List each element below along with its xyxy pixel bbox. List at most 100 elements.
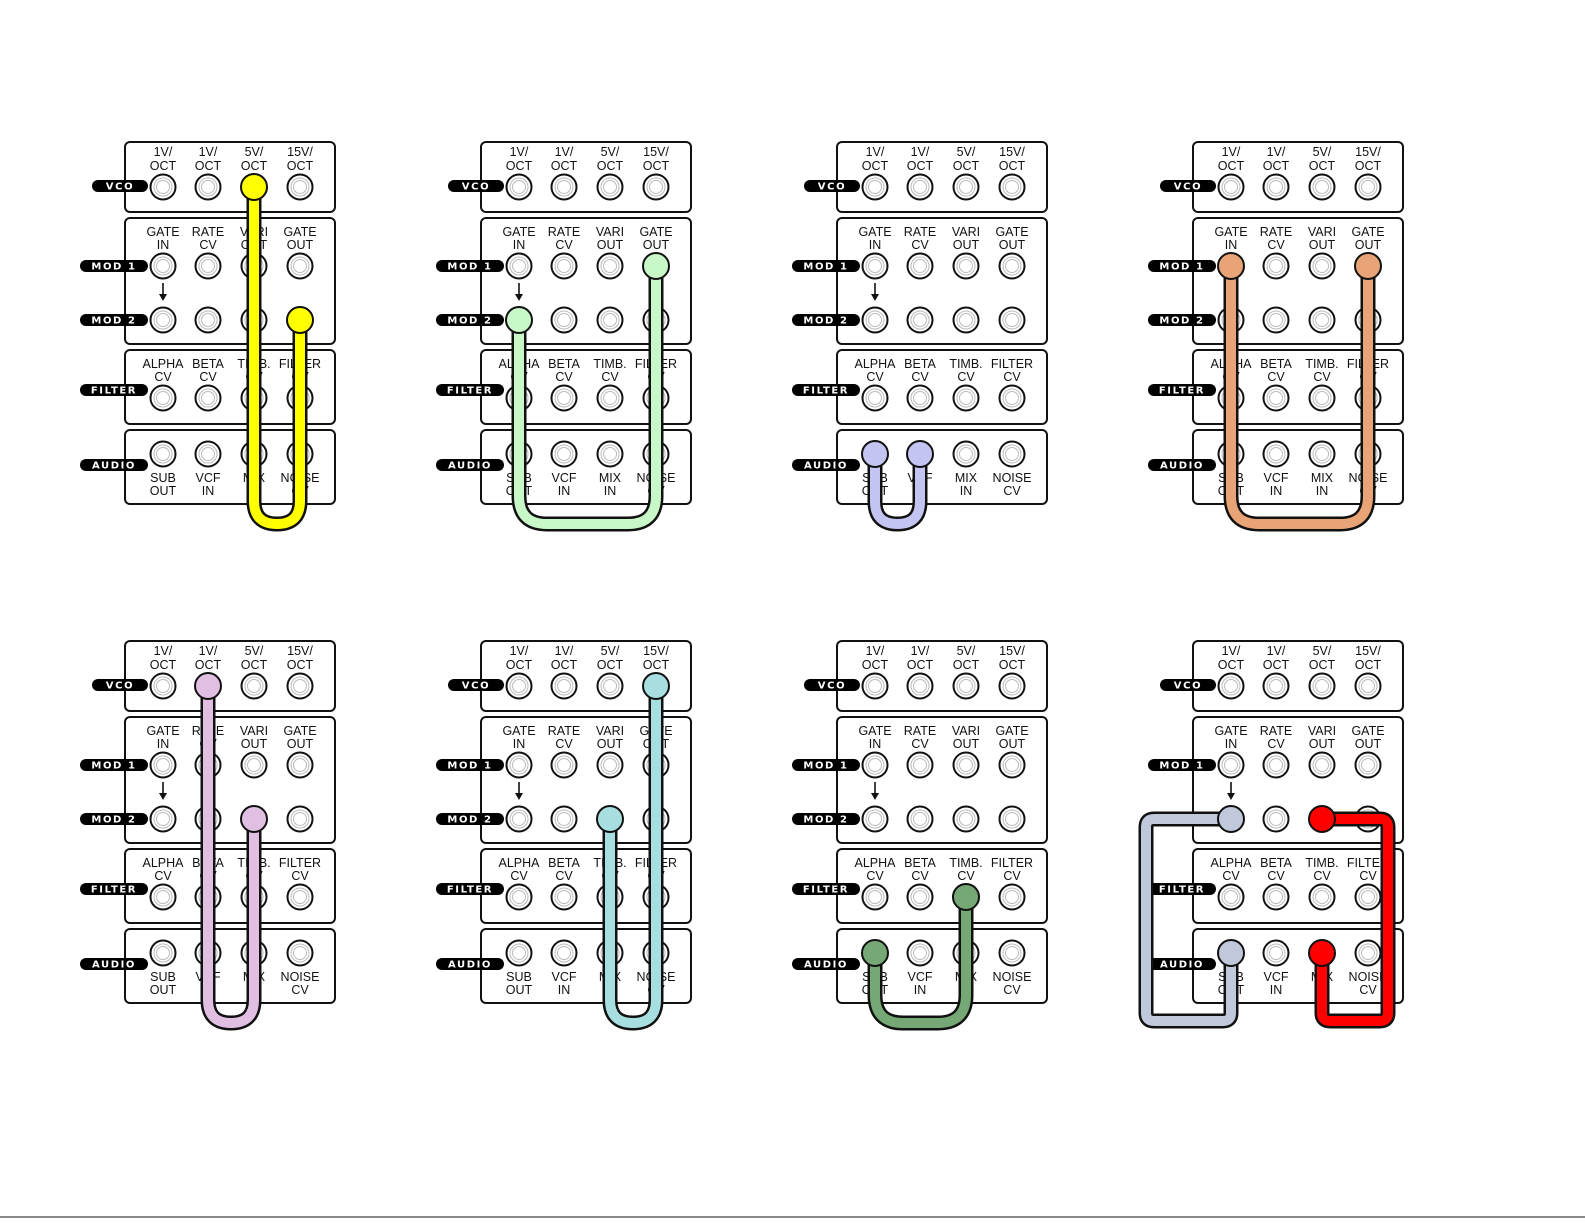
jack-mod1-2[interactable] — [194, 252, 222, 280]
jack-mod1-3[interactable] — [240, 751, 268, 779]
cable-plug[interactable] — [642, 252, 670, 280]
jack-vco-2[interactable] — [550, 173, 578, 201]
jack-audio-4[interactable] — [998, 939, 1026, 967]
jack-filter-4[interactable] — [286, 883, 314, 911]
jack-audio-1[interactable] — [149, 440, 177, 468]
jack-mod1-2[interactable] — [1262, 252, 1290, 280]
jack-mod2-1[interactable] — [505, 805, 533, 833]
jack-mod1-4[interactable] — [998, 252, 1026, 280]
patch-cable-4-1[interactable] — [1217, 252, 1382, 532]
cable-plug[interactable] — [952, 883, 980, 911]
cable-plug[interactable] — [1354, 252, 1382, 280]
jack-vco-3[interactable] — [596, 672, 624, 700]
jack-audio-2[interactable] — [906, 939, 934, 967]
jack-vco-4[interactable] — [1354, 173, 1382, 201]
jack-audio-4[interactable] — [1354, 939, 1382, 967]
jack-vco-1[interactable] — [149, 173, 177, 201]
jack-filter-2[interactable] — [194, 384, 222, 412]
jack-audio-3[interactable] — [952, 440, 980, 468]
jack-vco-2[interactable] — [194, 173, 222, 201]
cable-plug[interactable] — [194, 672, 222, 700]
jack-mod1-3[interactable] — [596, 751, 624, 779]
jack-filter-4[interactable] — [998, 384, 1026, 412]
jack-mod2-2[interactable] — [906, 805, 934, 833]
jack-mod2-2[interactable] — [550, 805, 578, 833]
jack-filter-2[interactable] — [550, 883, 578, 911]
jack-mod1-2[interactable] — [550, 751, 578, 779]
jack-filter-1[interactable] — [861, 883, 889, 911]
jack-mod2-3[interactable] — [952, 306, 980, 334]
jack-mod2-1[interactable] — [861, 805, 889, 833]
jack-mod1-2[interactable] — [906, 252, 934, 280]
cable-plug[interactable] — [1217, 939, 1245, 967]
jack-vco-3[interactable] — [952, 672, 980, 700]
jack-mod1-1[interactable] — [149, 252, 177, 280]
jack-mod1-4[interactable] — [286, 252, 314, 280]
jack-vco-2[interactable] — [906, 672, 934, 700]
cable-plug[interactable] — [861, 939, 889, 967]
jack-mod2-2[interactable] — [906, 306, 934, 334]
jack-vco-1[interactable] — [1217, 173, 1245, 201]
patch-cable-6-1[interactable] — [596, 672, 670, 1031]
jack-mod1-3[interactable] — [1308, 252, 1336, 280]
jack-mod1-2[interactable] — [906, 751, 934, 779]
jack-mod1-2[interactable] — [1262, 751, 1290, 779]
cable-plug[interactable] — [861, 440, 889, 468]
jack-filter-3[interactable] — [1308, 883, 1336, 911]
jack-filter-1[interactable] — [149, 883, 177, 911]
jack-vco-3[interactable] — [596, 173, 624, 201]
jack-filter-2[interactable] — [906, 883, 934, 911]
jack-mod2-3[interactable] — [1308, 306, 1336, 334]
jack-audio-3[interactable] — [596, 440, 624, 468]
jack-mod2-4[interactable] — [286, 805, 314, 833]
jack-mod2-2[interactable] — [550, 306, 578, 334]
jack-audio-3[interactable] — [1308, 440, 1336, 468]
cable-plug[interactable] — [1217, 805, 1245, 833]
jack-vco-4[interactable] — [998, 672, 1026, 700]
jack-audio-2[interactable] — [550, 440, 578, 468]
jack-vco-4[interactable] — [1354, 672, 1382, 700]
jack-vco-1[interactable] — [149, 672, 177, 700]
jack-vco-3[interactable] — [952, 173, 980, 201]
cable-plug[interactable] — [642, 672, 670, 700]
jack-mod1-3[interactable] — [952, 751, 980, 779]
jack-filter-3[interactable] — [1308, 384, 1336, 412]
jack-filter-1[interactable] — [505, 883, 533, 911]
jack-audio-2[interactable] — [1262, 939, 1290, 967]
jack-mod1-1[interactable] — [505, 252, 533, 280]
cable-plug[interactable] — [1217, 252, 1245, 280]
patch-cable-8-2[interactable] — [1308, 805, 1396, 1029]
jack-mod1-4[interactable] — [998, 751, 1026, 779]
jack-audio-1[interactable] — [149, 939, 177, 967]
jack-filter-1[interactable] — [861, 384, 889, 412]
jack-vco-2[interactable] — [550, 672, 578, 700]
jack-vco-1[interactable] — [505, 672, 533, 700]
jack-mod1-3[interactable] — [952, 252, 980, 280]
jack-filter-2[interactable] — [1262, 883, 1290, 911]
jack-filter-3[interactable] — [596, 384, 624, 412]
jack-mod2-3[interactable] — [596, 306, 624, 334]
jack-filter-3[interactable] — [952, 384, 980, 412]
jack-vco-2[interactable] — [1262, 173, 1290, 201]
jack-filter-2[interactable] — [1262, 384, 1290, 412]
cable-plug[interactable] — [286, 306, 314, 334]
patch-cable-7-1[interactable] — [861, 883, 980, 1031]
jack-vco-4[interactable] — [286, 173, 314, 201]
jack-filter-4[interactable] — [998, 883, 1026, 911]
jack-vco-4[interactable] — [998, 173, 1026, 201]
jack-mod1-1[interactable] — [861, 252, 889, 280]
cable-plug[interactable] — [906, 440, 934, 468]
jack-filter-4[interactable] — [1354, 883, 1382, 911]
jack-vco-3[interactable] — [240, 672, 268, 700]
jack-filter-1[interactable] — [1217, 883, 1245, 911]
jack-audio-2[interactable] — [1262, 440, 1290, 468]
cable-plug[interactable] — [240, 805, 268, 833]
jack-mod2-2[interactable] — [1262, 805, 1290, 833]
jack-mod1-3[interactable] — [596, 252, 624, 280]
patch-cable-1-1[interactable] — [240, 173, 314, 532]
jack-vco-1[interactable] — [861, 672, 889, 700]
patch-cable-2-1[interactable] — [505, 252, 670, 532]
jack-vco-3[interactable] — [1308, 173, 1336, 201]
jack-audio-2[interactable] — [194, 440, 222, 468]
jack-mod2-2[interactable] — [1262, 306, 1290, 334]
